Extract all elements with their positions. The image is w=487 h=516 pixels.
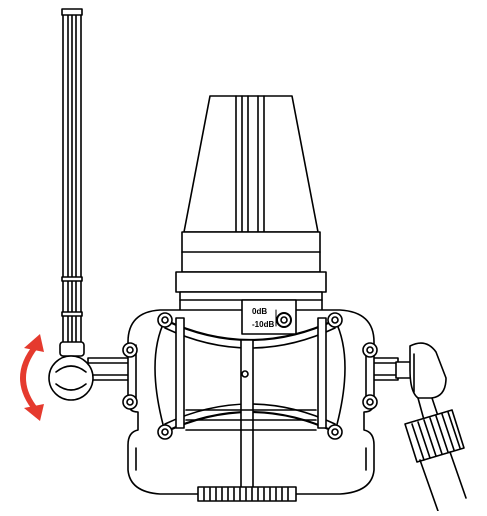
base-ring (197, 486, 297, 502)
stand-pole (419, 451, 467, 512)
pad-switch-panel: 0dB -10dB (241, 299, 297, 335)
mount-connector (395, 342, 447, 421)
gain-low-label: -10dB (252, 320, 274, 329)
rotate-arrow-icon (20, 334, 44, 421)
mic-head (175, 95, 327, 293)
adjustment-rod (61, 8, 83, 348)
shock-mount (122, 309, 378, 495)
body-grill (185, 409, 317, 431)
gain-high-label: 0dB (252, 307, 267, 316)
stand-thread-nut[interactable] (404, 409, 465, 463)
band-anchors (122, 312, 378, 440)
pivot-screw (241, 370, 249, 378)
tilt-knob[interactable] (48, 341, 94, 401)
round-switch-icon[interactable] (276, 312, 292, 328)
